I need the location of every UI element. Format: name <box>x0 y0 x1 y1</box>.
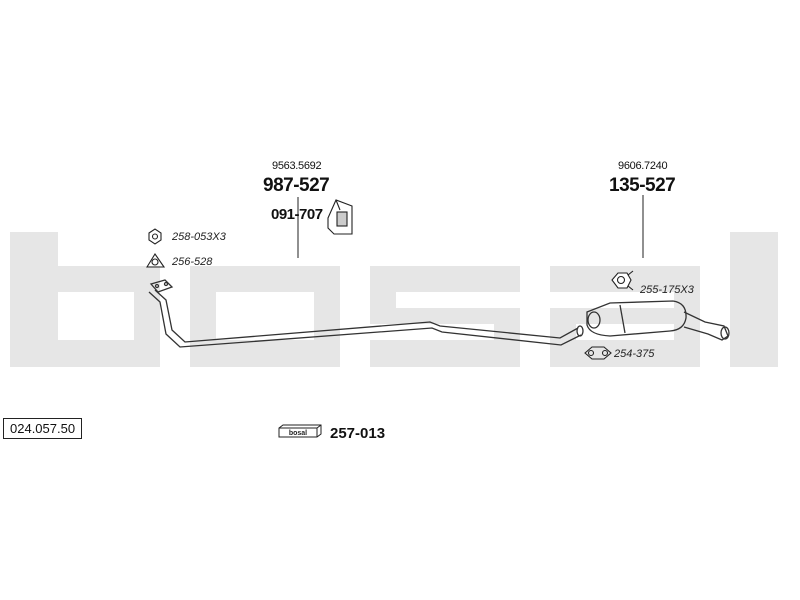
front-pipe-drawing <box>148 279 584 348</box>
rubber-mount-icon <box>327 199 353 235</box>
rear-silencer-oe-number: 9606.7240 <box>618 160 668 172</box>
reference-number: 024.057.50 <box>3 418 83 439</box>
lock-nut-icon <box>611 270 634 291</box>
front-pipe-oe-number: 9563.5692 <box>272 160 322 172</box>
clamp-icon <box>584 346 612 360</box>
front-gasket-part-number: 256-528 <box>172 256 213 268</box>
front-nut-part-number: 258-053X3 <box>172 231 226 243</box>
fitting-kit-part-number: 257-013 <box>330 425 386 442</box>
bosal-watermark <box>10 232 778 367</box>
fitting-kit-logo: bosal <box>289 430 307 437</box>
fitting-kit-box-icon: bosal <box>278 424 322 438</box>
rear-nut-part-number: 255-175X3 <box>640 284 694 296</box>
rear-silencer-part-number: 135-527 <box>609 175 676 196</box>
rear-clamp-part-number: 254-375 <box>614 348 655 360</box>
front-pipe-part-number: 987-527 <box>263 175 330 196</box>
mount-part-number: 091-707 <box>271 206 323 223</box>
hex-nut-icon <box>148 228 162 245</box>
gasket-icon <box>146 252 166 268</box>
rear-silencer-drawing <box>586 300 730 341</box>
